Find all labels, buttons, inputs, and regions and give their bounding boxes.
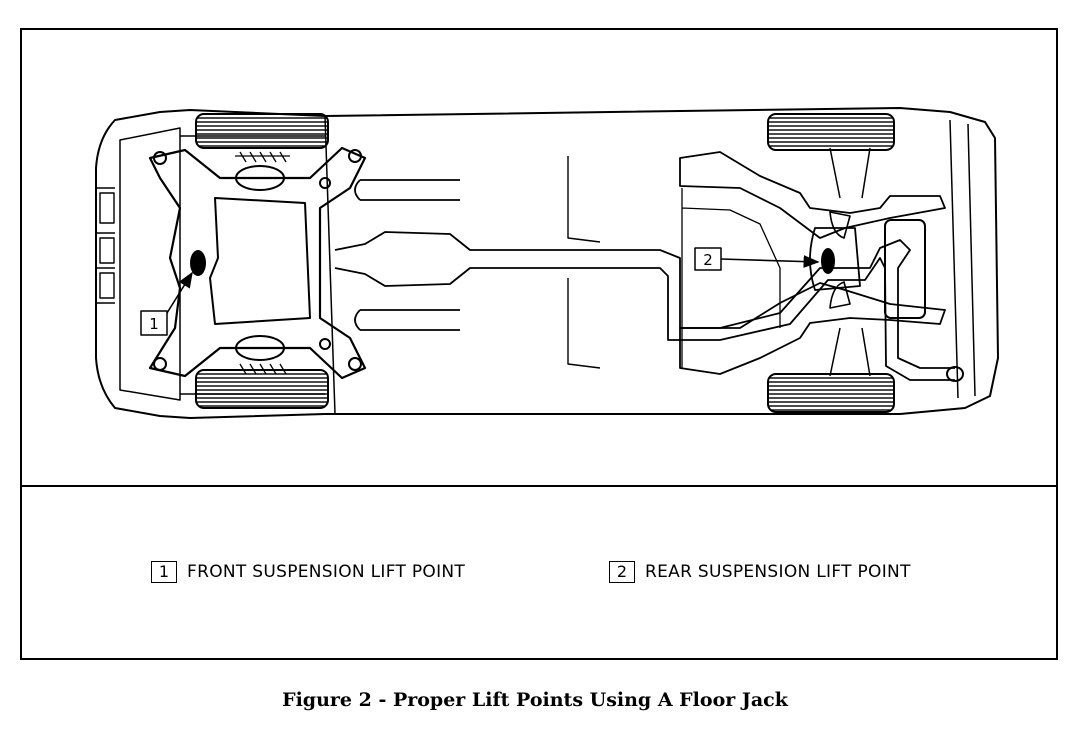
legend-label: FRONT SUSPENSION LIFT POINT [187, 562, 466, 582]
callout-1: 1 [140, 271, 193, 336]
legend-item-front: 1 FRONT SUSPENSION LIFT POINT [151, 561, 465, 583]
legend-label: REAR SUSPENSION LIFT POINT [645, 562, 911, 582]
tire-rear-right [767, 373, 895, 413]
rear-axle [679, 147, 946, 377]
legend-number-box: 1 [151, 561, 177, 583]
exhaust-system [334, 219, 964, 382]
legend-number-box: 2 [609, 561, 635, 583]
tire-front-left [195, 113, 329, 149]
legend-item-rear: 2 REAR SUSPENSION LIFT POINT [609, 561, 911, 583]
tire-rear-left [767, 113, 895, 151]
tire-front-right [195, 369, 329, 409]
vehicle-underbody-diagram: 1 2 [95, 107, 999, 419]
callout-2: 2 [694, 247, 820, 271]
muffler [884, 219, 926, 319]
rear-lift-point [821, 248, 835, 274]
front-subframe [148, 146, 367, 380]
figure-frame [20, 28, 1058, 660]
callout-1-number: 1 [149, 315, 159, 333]
figure-caption: Figure 2 - Proper Lift Points Using A Fl… [282, 689, 788, 711]
callout-2-number: 2 [703, 251, 713, 269]
car-body-outline [95, 107, 999, 419]
figure-divider [20, 485, 1058, 487]
front-lift-point [190, 250, 206, 276]
